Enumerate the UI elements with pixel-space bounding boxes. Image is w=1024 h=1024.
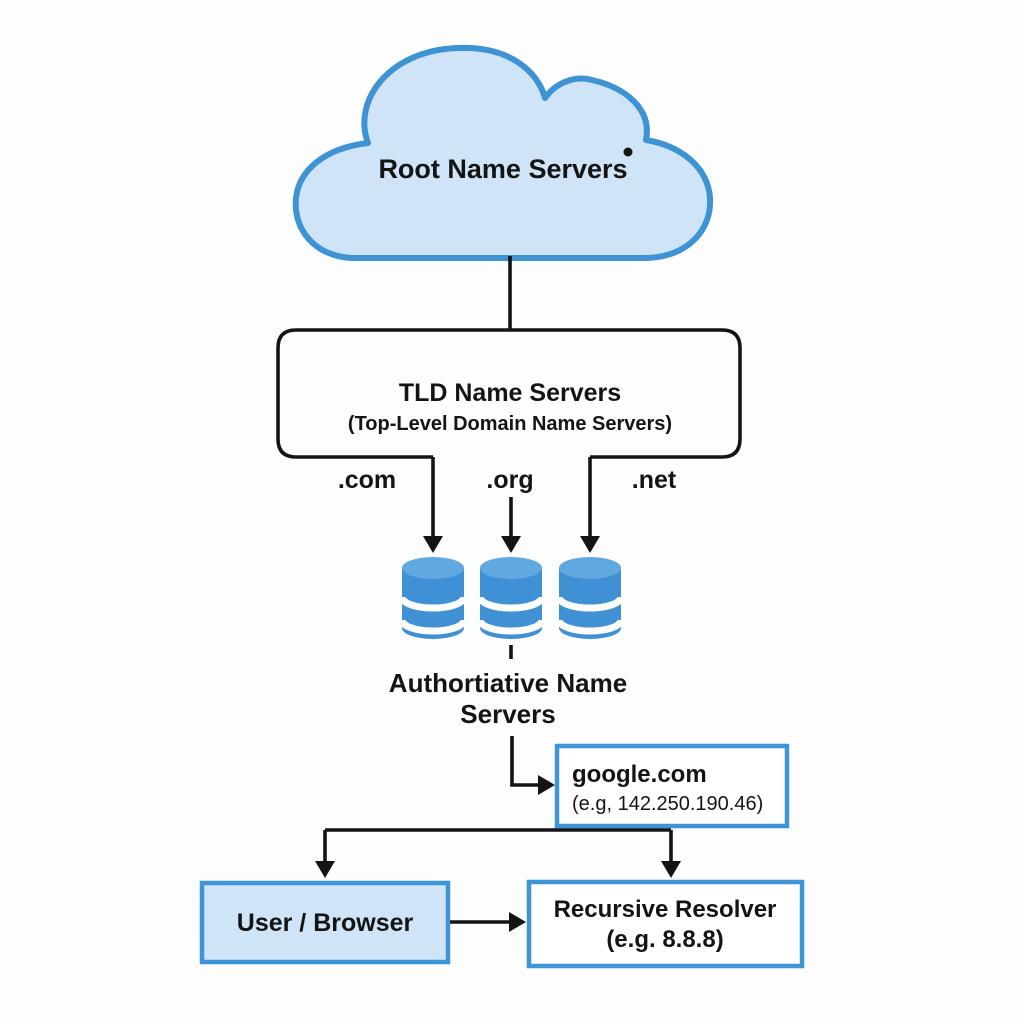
user-browser-box xyxy=(199,880,451,965)
authoritative-name-servers-label: Authortiative Name Servers xyxy=(389,668,627,729)
tld-label-net: .net xyxy=(632,466,677,494)
arrow-user-to-resolver xyxy=(450,912,526,932)
domain-name-label: google.com xyxy=(572,761,707,788)
authoritative-label-line1: Authortiative Name xyxy=(389,668,627,698)
tld-label-com: .com xyxy=(338,466,396,494)
recursive-resolver-box xyxy=(526,879,805,969)
root-servers-label: Root Name Servers xyxy=(378,154,627,184)
tld-title: TLD Name Servers xyxy=(399,379,621,407)
arrow-authoritative-to-domain xyxy=(510,736,555,795)
arrow-org-to-database xyxy=(501,497,521,553)
tld-name-servers-node: TLD Name Servers (Top-Level Domain Name … xyxy=(276,328,742,459)
tld-subtitle: (Top-Level Domain Name Servers) xyxy=(348,413,672,435)
database-icon-com xyxy=(398,557,468,639)
arrow-com-to-database xyxy=(423,457,443,553)
tld-box xyxy=(276,328,742,459)
arrow-to-recursive-resolver xyxy=(661,830,681,878)
arrow-net-to-database xyxy=(580,457,600,553)
resolver-label-line2: (e.g. 8.8.8) xyxy=(606,926,723,953)
recursive-resolver-node: Recursive Resolver (e.g. 8.8.8) xyxy=(526,879,805,969)
authoritative-label-line2: Servers xyxy=(460,699,555,729)
root-name-servers-node: Root Name Servers xyxy=(292,44,714,261)
arrow-to-user-browser xyxy=(315,830,335,878)
domain-ip-label: (e.g, 142.250.190.46) xyxy=(572,793,763,815)
tld-label-org: .org xyxy=(486,466,533,494)
cloud-icon xyxy=(292,44,714,261)
domain-result-box xyxy=(554,743,790,829)
domain-result-node: google.com (e.g, 142.250.190.46) xyxy=(554,743,790,829)
root-servers-dot xyxy=(623,147,633,157)
user-browser-node: User / Browser xyxy=(199,880,451,965)
database-icon-org xyxy=(476,557,546,639)
connector-domain-to-clients xyxy=(315,828,681,878)
resolver-label-line1: Recursive Resolver xyxy=(554,896,777,923)
database-icon-net xyxy=(555,557,625,639)
user-browser-label: User / Browser xyxy=(237,909,414,937)
